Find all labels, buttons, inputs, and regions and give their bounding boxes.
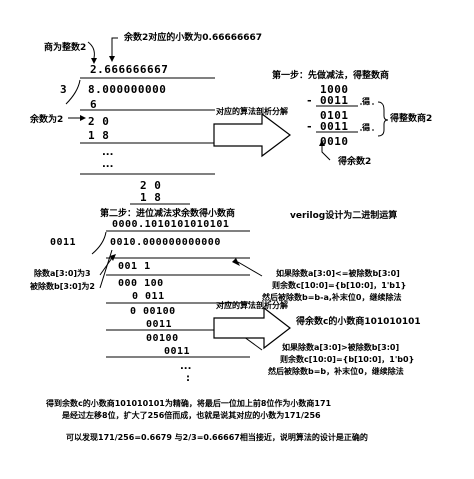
footer-line2: 是经过左移8位，扩大了256倍而成，也就是说其对应的小数为171/256 xyxy=(62,411,321,420)
step2-r3: 0 011 xyxy=(132,291,165,302)
division1-quotient: 2.666666667 xyxy=(90,63,169,76)
step1-minus-c: - xyxy=(306,120,314,133)
step1-integer-quotient-label: 得整数商2 xyxy=(390,114,433,124)
divisor-label-arrow xyxy=(99,249,113,289)
rule2-line2: 则余数c[10:0]={b[10:0]，1'b0} xyxy=(280,355,415,364)
division1-sub-last: 1 8 xyxy=(140,191,162,204)
step2-r7: 0011 xyxy=(164,346,191,357)
quotient-pointer-arrow xyxy=(87,41,95,59)
step1-remainder-arrowhead xyxy=(319,140,325,146)
step2-quotient: 0000.1010101010101 xyxy=(112,219,230,230)
remainder-fraction-label: 余数2对应的小数为0.66666667 xyxy=(124,33,263,43)
step1-de-label-1: 得 xyxy=(362,97,370,106)
rule1-line1: 如果除数a[3:0]<=被除数b[3:0] xyxy=(276,269,400,278)
dividend-label-arrowhead xyxy=(110,254,116,261)
step1-remainder-label: 得余数2 xyxy=(338,157,372,167)
step2-r1: 001 1 xyxy=(118,261,151,272)
rule1-line3: 然后被除数b=b-a,补末位0，继续除法 xyxy=(262,293,402,302)
step1-c: 0101 xyxy=(320,109,349,122)
step2-r6: 00100 xyxy=(146,333,179,344)
dividend-label-arrow xyxy=(99,257,113,276)
fraction-pointer-arrow xyxy=(111,37,118,58)
division1-rem-last: 2 0 xyxy=(140,179,162,192)
rule2-line1: 如果除数a[3:0]>被除数b[3:0] xyxy=(282,343,400,352)
division1-sub2: 1 8 xyxy=(88,129,110,142)
step1-d: 0011 xyxy=(320,120,349,133)
step2-r4: 0 00100 xyxy=(130,306,176,317)
arrow2-label: 对应的算法剖析分解 xyxy=(216,301,288,310)
step1-minus-a: - xyxy=(306,94,314,107)
division1-sub1: 6 xyxy=(90,98,98,111)
division1-dots2: ... xyxy=(102,159,114,170)
division1-dividend: 8.000000000 xyxy=(88,83,167,96)
step2-divisor: 0011 xyxy=(50,237,77,248)
remainder-arrowhead xyxy=(80,115,86,121)
step2-dots: ... xyxy=(180,361,192,372)
step2-divisor-label: 被除数b[3:0]为2 xyxy=(30,282,95,291)
rule1-line2: 则余数c[10:0]={b[10:0]，1'b1} xyxy=(272,281,407,290)
quotient-label: 商为整数2 xyxy=(44,43,87,53)
rule2-line3: 然后被除数b=b，补末位0，继续除法 xyxy=(268,367,404,376)
step1-de-label-2: 得 xyxy=(362,123,370,132)
division1-bracket xyxy=(65,79,81,105)
step2-r5: 0011 xyxy=(146,319,173,330)
footer-line1: 得到余数c的小数商101010101为精确，将最后一位加上前8位作为小数商171 xyxy=(46,399,332,408)
division1-rem1: 2 0 xyxy=(88,115,110,128)
big-arrow-2 xyxy=(213,306,291,350)
arrow1-label: 对应的算法剖析分解 xyxy=(216,107,288,116)
rule1-arrowhead xyxy=(232,258,240,266)
footer-line3: 可以发现171/256=0.6679 与2/3=0.66667相当接近，说明算法… xyxy=(66,433,368,442)
step1-a: 1000 xyxy=(320,83,349,96)
step1-title: 第一步：先做减法，得整数商 xyxy=(272,71,390,81)
rule1-pointer xyxy=(237,261,263,277)
division1-remainder-label: 余数为2 xyxy=(30,115,64,125)
step2-title: 第二步：进位减法求余数得小数商 xyxy=(100,209,236,219)
division1-dots1: ... xyxy=(102,147,114,158)
fraction-arrowhead xyxy=(109,56,115,62)
verilog-label: verilog设计为二进制运算 xyxy=(290,211,398,221)
step1-brace xyxy=(377,101,389,137)
quotient-arrowhead xyxy=(91,58,97,64)
division2-bracket xyxy=(91,231,107,255)
step2-r2: 000 100 xyxy=(118,278,164,289)
remainder-c-label: 得余数c的小数商101010101 xyxy=(296,317,421,327)
division1-divisor: 3 xyxy=(60,83,68,96)
step2-dividend-label: 除数a[3:0]为3 xyxy=(34,269,91,278)
big-arrow-1 xyxy=(213,112,291,158)
step2-dots2: : xyxy=(186,373,190,384)
step1-b: 0011 xyxy=(320,94,349,107)
step2-dividend: 0010.000000000000 xyxy=(110,237,221,248)
step1-result: 0010 xyxy=(320,135,349,148)
step1-remainder-arrow xyxy=(321,146,331,161)
